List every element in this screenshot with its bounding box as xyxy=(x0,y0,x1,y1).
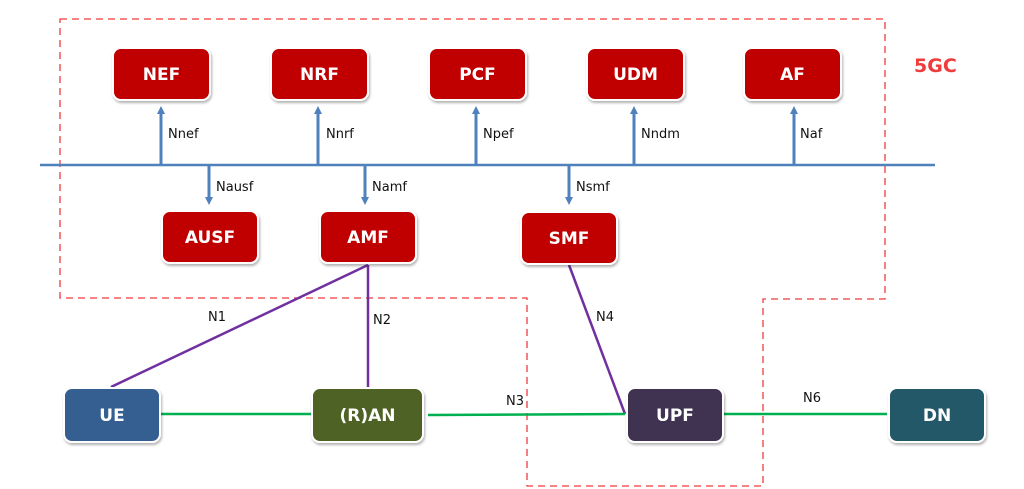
pcf-label: PCF xyxy=(459,65,496,85)
pcf-node[interactable]: PCF xyxy=(428,47,527,101)
5gc-region-outline xyxy=(59,18,886,487)
ran-label: (R)AN xyxy=(339,406,395,426)
udm-label: UDM xyxy=(613,65,658,85)
namf-label: Namf xyxy=(372,180,407,195)
n3-link xyxy=(427,412,626,417)
nausf-label: Nausf xyxy=(216,180,254,195)
npef-label: Npef xyxy=(483,127,514,142)
n3-label: N3 xyxy=(506,394,524,409)
dn-node[interactable]: DN xyxy=(888,387,986,443)
nsmf-label: Nsmf xyxy=(576,180,610,195)
smf-node[interactable]: SMF xyxy=(520,211,618,265)
amf-node[interactable]: AMF xyxy=(319,210,417,264)
n2-label: N2 xyxy=(373,313,391,328)
nrf-node[interactable]: NRF xyxy=(270,47,369,101)
nrf-label: NRF xyxy=(300,65,339,85)
n1-label: N1 xyxy=(208,310,226,325)
upf-node[interactable]: UPF xyxy=(626,387,724,443)
5gc-region-label: 5GC xyxy=(914,55,957,77)
nndm-label: Nndm xyxy=(641,127,680,142)
af-node[interactable]: AF xyxy=(743,47,842,101)
smf-label: SMF xyxy=(549,229,590,249)
udm-node[interactable]: UDM xyxy=(586,47,685,101)
n4-label: N4 xyxy=(596,310,614,325)
af-label: AF xyxy=(780,65,805,85)
n1-link xyxy=(110,263,369,389)
dn-label: DN xyxy=(923,406,951,426)
n4-link xyxy=(567,264,627,415)
ran-node[interactable]: (R)AN xyxy=(311,387,424,443)
naf-label: Naf xyxy=(800,127,823,142)
ue-label: UE xyxy=(99,406,124,426)
amf-label: AMF xyxy=(347,228,389,248)
nnef-label: Nnef xyxy=(168,127,199,142)
nef-label: NEF xyxy=(143,65,180,85)
ue-node[interactable]: UE xyxy=(63,387,161,443)
n6-label: N6 xyxy=(803,391,821,406)
upf-label: UPF xyxy=(656,406,694,426)
ausf-label: AUSF xyxy=(185,228,235,248)
nef-node[interactable]: NEF xyxy=(112,47,211,101)
nnrf-label: Nnrf xyxy=(326,127,354,142)
ausf-node[interactable]: AUSF xyxy=(161,210,259,264)
